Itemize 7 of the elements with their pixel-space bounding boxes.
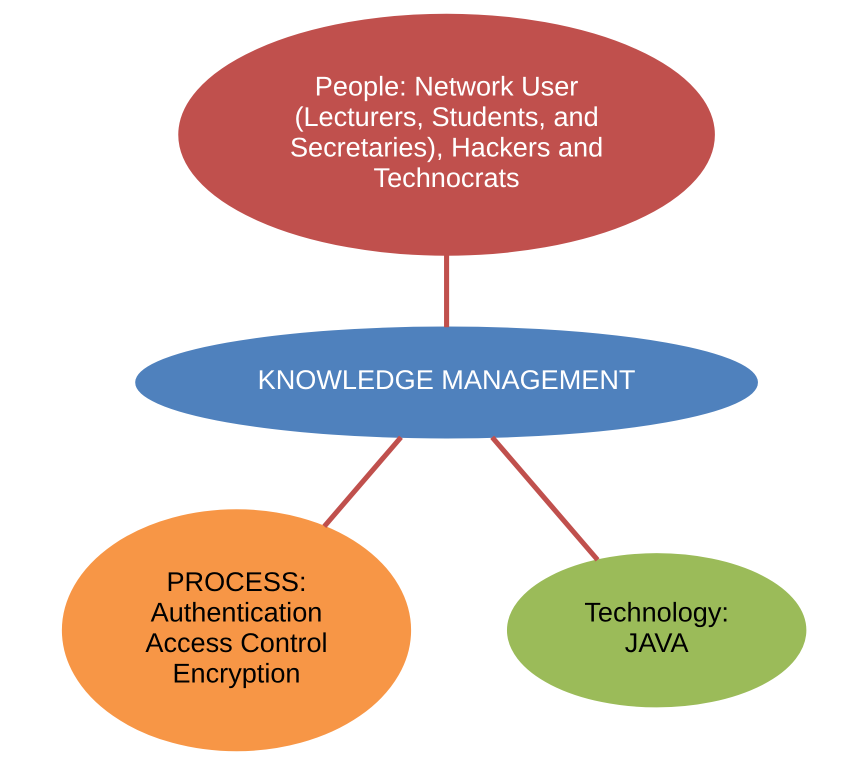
node-ellipse: People: Network User (Lecturers, Students, and Secretaries), Hackers and Technocrats: [178, 14, 714, 256]
node-ellipse: PROCESS: Authentication Access Control Encryption: [61, 509, 411, 752]
connector: [322, 436, 402, 528]
node-ellipse: KNOWLEDGE MANAGEMENT: [134, 326, 758, 438]
node-ellipse: Technology: JAVA: [506, 553, 806, 708]
connector: [490, 436, 600, 562]
connector: [444, 255, 449, 328]
